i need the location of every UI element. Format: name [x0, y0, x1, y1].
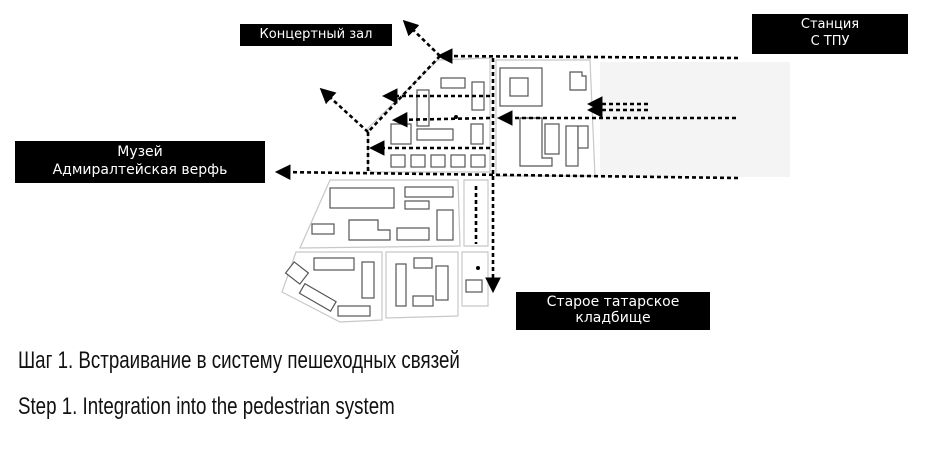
label-station: Станция С ТПУ	[752, 14, 908, 54]
building	[470, 123, 484, 145]
building	[404, 200, 430, 210]
building	[390, 154, 406, 168]
route-inner-row-2	[391, 111, 491, 128]
block-south-east	[463, 179, 489, 247]
label-museum: Музей Адмиралтейская верфь	[15, 141, 265, 183]
route-diagonal	[367, 55, 441, 133]
building	[465, 279, 483, 293]
building	[311, 223, 335, 235]
building	[416, 89, 430, 127]
building	[413, 257, 433, 269]
buildings	[284, 67, 589, 317]
building	[337, 305, 371, 317]
block-lower-left	[281, 251, 383, 323]
building	[412, 295, 434, 307]
eastern-area	[600, 62, 790, 177]
point-marker	[454, 115, 458, 119]
building	[450, 154, 466, 168]
site-plan-diagram	[274, 19, 790, 323]
route-station-west	[436, 48, 739, 64]
building	[410, 154, 426, 168]
pedestrian-routes	[274, 19, 739, 294]
building	[430, 154, 446, 168]
building	[435, 265, 449, 301]
building	[470, 154, 486, 168]
building	[519, 117, 553, 167]
caption-russian: Шаг 1. Встраивание в систему пешеходных …	[18, 347, 460, 374]
block-lower-right	[461, 251, 489, 307]
route-north-west-branch	[319, 87, 369, 133]
label-cemetery: Старое татарское кладбище	[516, 292, 710, 330]
building	[440, 77, 466, 89]
building	[404, 186, 454, 198]
building	[509, 77, 529, 97]
building	[544, 123, 560, 155]
building	[569, 71, 587, 91]
building	[298, 282, 337, 313]
building	[313, 257, 355, 271]
building	[361, 261, 375, 299]
building	[284, 261, 310, 285]
building	[565, 125, 579, 167]
building	[577, 125, 589, 149]
building	[329, 187, 395, 209]
building	[416, 128, 454, 141]
point-marker	[476, 266, 480, 270]
building	[395, 263, 407, 307]
label-concert-hall: Концертный зал	[240, 24, 392, 46]
route-to-concert-hall	[402, 19, 441, 57]
building	[390, 123, 412, 145]
building	[396, 227, 430, 241]
caption-english: Step 1. Integration into the pedestrian …	[18, 393, 395, 420]
building	[436, 209, 454, 241]
building	[348, 219, 391, 241]
